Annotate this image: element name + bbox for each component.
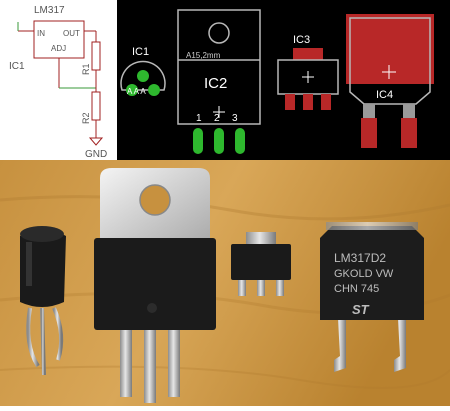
to220-pin2-label: 2: [214, 113, 220, 124]
photo-sot223-component: [231, 232, 291, 296]
schematic-panel: LM317 IN OUT ADJ IC1 R1 R2 GND: [0, 0, 117, 160]
to92-pad-2: [126, 84, 138, 96]
schematic-ic-label: IC1: [9, 61, 25, 72]
photo-to92-component: [20, 226, 66, 376]
d2pak-marking-line1: LM317D2: [334, 251, 386, 265]
to220-pad-1: [193, 128, 203, 154]
to220-pin3-label: 3: [232, 113, 238, 124]
schematic-chip-name: LM317: [34, 5, 65, 16]
pcb-ic2-label: IC2: [204, 75, 227, 92]
sot223-pad-2: [303, 94, 313, 110]
st-logo: ST: [352, 302, 370, 317]
sot223-pad-3: [321, 94, 331, 110]
sot223-pad-1: [285, 94, 295, 110]
to220-pin-spacing: A15,2mm: [186, 51, 221, 60]
photo-panel: LM317D2 GKOLD VW CHN 745 ST: [0, 160, 450, 406]
pin-in-label: IN: [37, 29, 45, 38]
d2pak-pad-3: [401, 118, 417, 148]
to220-footprint-outline: [177, 9, 261, 125]
pcb-ic1-label: IC1: [132, 46, 149, 58]
photo-to220-component: [94, 168, 216, 403]
d2pak-marking-line2: GKOLD VW: [334, 268, 394, 280]
to92-pad-1: [137, 70, 149, 82]
pcb-panel: IC1 A A A A15,2mm IC2 1 2 3 IC3 IC4: [117, 0, 450, 160]
to220-mount-hole: [208, 22, 230, 44]
to92-footprint-outline: [120, 60, 166, 91]
pcb-ic3-label: IC3: [293, 34, 310, 46]
ground-symbol: [88, 137, 104, 146]
pin-adj-label: ADJ: [51, 44, 66, 53]
photo-d2pak-component: LM317D2 GKOLD VW CHN 745 ST: [320, 222, 424, 372]
to220-pin1-label: 1: [196, 113, 202, 124]
d2pak-tab-pad: [346, 14, 434, 84]
to220-pad-3: [235, 128, 245, 154]
ground-label: GND: [85, 149, 107, 160]
pcb-ic4-label: IC4: [376, 89, 393, 101]
resistor-r2-label: R2: [81, 112, 91, 124]
d2pak-pad-1: [361, 118, 377, 148]
pin-out-label: OUT: [63, 29, 80, 38]
to220-pad-2: [214, 128, 224, 154]
resistor-r1-label: R1: [81, 63, 91, 75]
d2pak-marking-line3: CHN 745: [334, 283, 379, 295]
sot223-tab-pad: [293, 48, 323, 60]
to92-pin-labels: A A A: [127, 87, 146, 96]
d2pak-footprint-outline: [349, 17, 431, 105]
to92-pad-3: [148, 84, 160, 96]
